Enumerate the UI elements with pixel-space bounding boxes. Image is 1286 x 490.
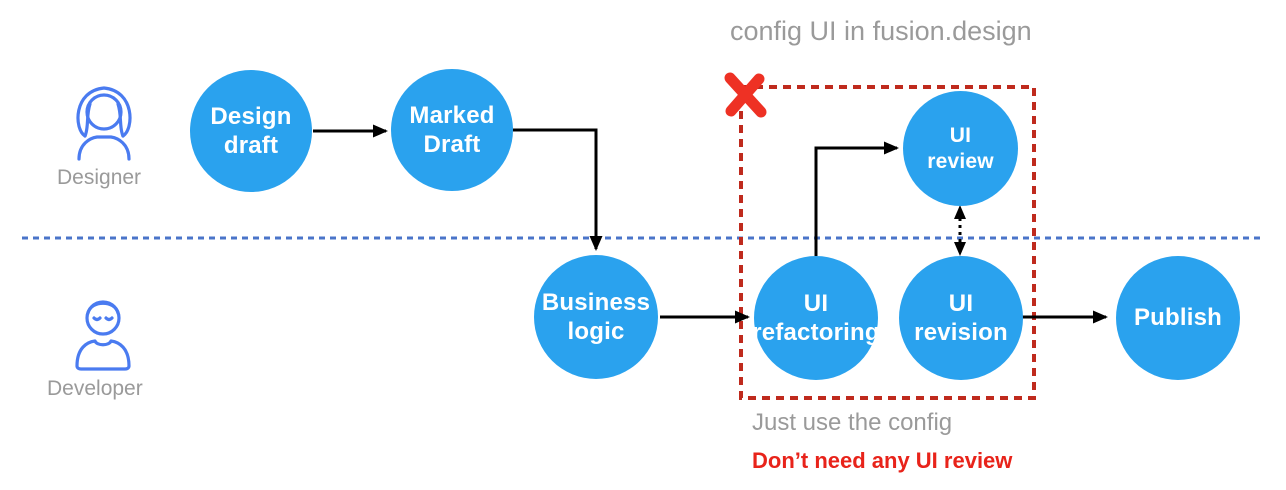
red-x-mark-icon xyxy=(724,72,767,118)
node-ui-revision: UI revision xyxy=(899,256,1023,380)
diagram-title: config UI in fusion.design xyxy=(730,16,1032,46)
node-ui-refactoring: UI refactoring xyxy=(752,256,880,380)
developer-lane-label: Developer xyxy=(47,377,143,400)
node-business-logic: Business logic xyxy=(534,255,658,379)
warning-note-text: Don’t need any UI review xyxy=(752,448,1013,473)
designer-lane-label: Designer xyxy=(57,166,142,189)
node-marked-draft: Marked Draft xyxy=(391,69,513,191)
arrow-marked-draft-to-business-logic xyxy=(513,128,603,251)
woman-avatar-icon xyxy=(76,86,132,161)
node-design-draft: Design draft xyxy=(190,70,312,192)
arrow-ui-refactoring-to-ui-review xyxy=(814,141,899,256)
node-ui-review: UI review xyxy=(903,91,1018,206)
node-publish: Publish xyxy=(1116,256,1240,380)
man-avatar-icon xyxy=(75,300,131,371)
config-note-text: Just use the config xyxy=(752,409,953,436)
dotted-arrow-ui-review-ui-revision xyxy=(954,205,966,256)
